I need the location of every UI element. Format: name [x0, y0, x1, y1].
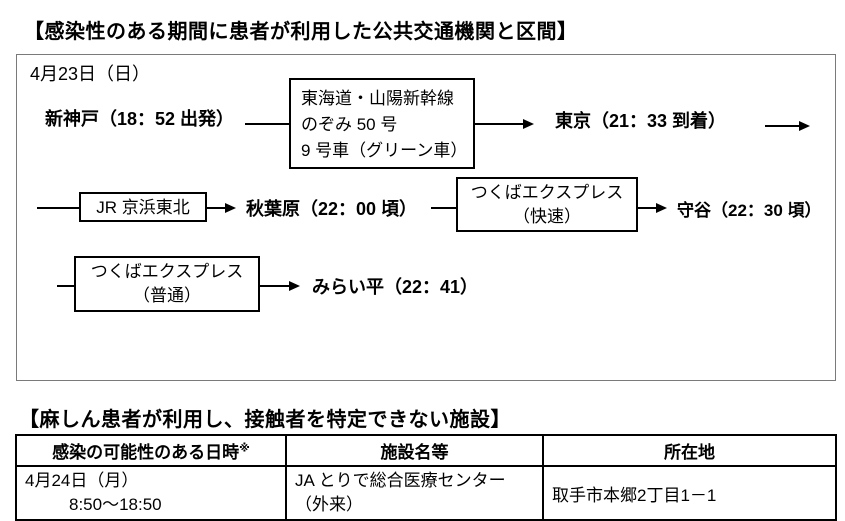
- table-header-row: 感染の可能性のある日時※ 施設名等 所在地: [15, 434, 837, 467]
- train-line-name: JR 京浜東北: [96, 197, 190, 217]
- col-header-address: 所在地: [542, 434, 837, 467]
- station-tokyo: 東京（21：33 到着）: [555, 111, 727, 131]
- transport-diagram-frame: 4月23日（日） 新神戸（18：52 出発） 東海道・山陽新幹線 のぞみ 50 …: [16, 54, 836, 381]
- cell-address: 取手市本郷2丁目1－1: [542, 465, 837, 521]
- train-line-name: 東海道・山陽新幹線: [301, 89, 454, 108]
- facility-name: JA とりで総合医療センター: [295, 471, 506, 490]
- transport-section-title: 【感染性のある期間に患者が利用した公共交通機関と区間】: [24, 21, 578, 43]
- connector-line: [57, 285, 74, 287]
- train-box-jr-keihintohoku: JR 京浜東北: [79, 192, 207, 222]
- footnote-marker: ※: [239, 442, 250, 455]
- train-service-type: （普通）: [133, 286, 201, 305]
- route-arrow: [638, 207, 656, 209]
- cell-datetime: 4月24日（月） 8:50～18:50: [15, 465, 287, 521]
- facility-department: （外来）: [295, 495, 363, 514]
- train-line-name: つくばエクスプレス: [470, 182, 624, 202]
- train-box-tx-local: つくばエクスプレス （普通）: [74, 256, 260, 312]
- cell-facility: JA とりで総合医療センター （外来）: [285, 465, 544, 521]
- infection-date: 4月24日（月）: [25, 471, 139, 490]
- connector-line: [245, 123, 289, 125]
- route-arrow: [475, 123, 523, 125]
- train-service-type: （快速）: [513, 206, 581, 226]
- station-miraidaira: みらい平（22：41）: [312, 277, 479, 297]
- route-arrow-continue: [765, 125, 799, 127]
- train-box-shinkansen: 東海道・山陽新幹線 のぞみ 50 号 9 号車（グリーン車）: [289, 78, 475, 169]
- route-arrow: [207, 207, 225, 209]
- route-arrow: [260, 285, 289, 287]
- diagram-date: 4月23日（日）: [30, 64, 151, 84]
- col-header-datetime-label: 感染の可能性のある日時: [52, 443, 240, 462]
- connector-line: [431, 207, 456, 209]
- train-car-info: 9 号車（グリーン車）: [301, 141, 468, 160]
- train-box-tx-rapid: つくばエクスプレス （快速）: [456, 177, 638, 232]
- table-row: 4月24日（月） 8:50～18:50 JA とりで総合医療センター （外来） …: [15, 465, 837, 521]
- facility-table: 感染の可能性のある日時※ 施設名等 所在地 4月24日（月） 8:50～18:5…: [15, 434, 837, 521]
- col-header-facility: 施設名等: [285, 434, 544, 467]
- station-akihabara: 秋葉原（22：00 頃）: [246, 199, 418, 219]
- connector-line: [37, 207, 79, 209]
- facility-section-title: 【麻しん患者が利用し、接触者を特定できない施設】: [19, 409, 511, 431]
- station-shinkobe: 新神戸（18：52 出発）: [45, 109, 235, 129]
- train-line-name: つくばエクスプレス: [90, 262, 244, 281]
- col-header-datetime: 感染の可能性のある日時※: [15, 434, 287, 467]
- train-service-name: のぞみ 50 号: [301, 115, 398, 134]
- station-moriya: 守谷（22：30 頃）: [677, 201, 822, 220]
- infection-time-range: 8:50～18:50: [69, 495, 162, 514]
